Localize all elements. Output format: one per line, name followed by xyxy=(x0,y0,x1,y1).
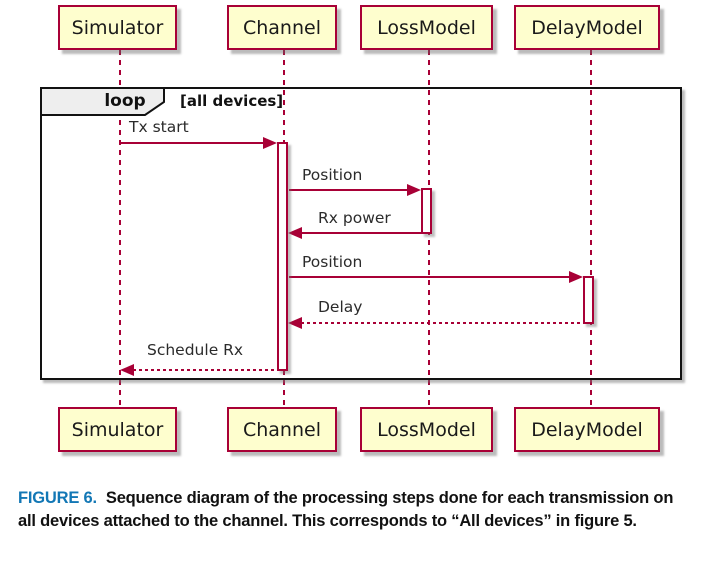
arrowhead-left-icon xyxy=(288,317,302,329)
message-label-rx-power: Rx power xyxy=(318,209,391,227)
loop-operator-label: loop xyxy=(104,91,146,111)
message-line-delay xyxy=(301,322,583,324)
participant-bottom-lossmodel: LossModel xyxy=(360,407,493,452)
message-label-schedule-rx: Schedule Rx xyxy=(147,341,244,359)
participant-top-delaymodel: DelayModel xyxy=(514,5,660,50)
message-label-position-loss: Position xyxy=(302,166,363,184)
participant-label: DelayModel xyxy=(531,418,643,441)
loop-tab-shape xyxy=(40,87,165,116)
participant-label: DelayModel xyxy=(531,16,643,39)
participant-top-lossmodel: LossModel xyxy=(360,5,493,50)
figure-caption-text: Sequence diagram of the processing steps… xyxy=(18,489,674,530)
figure-caption: FIGURE 6.Sequence diagram of the process… xyxy=(18,487,694,533)
activation-bar-delaymodel xyxy=(583,276,594,324)
participant-bottom-simulator: Simulator xyxy=(58,407,177,452)
arrowhead-left-icon xyxy=(120,364,134,376)
participant-label: Channel xyxy=(242,418,321,441)
message-label-position-delay: Position xyxy=(302,253,363,271)
participant-label: Simulator xyxy=(71,418,164,441)
participant-label: LossModel xyxy=(377,16,476,39)
activation-bar-lossmodel xyxy=(421,188,432,234)
message-line-position-delay xyxy=(289,276,570,278)
participant-bottom-delaymodel: DelayModel xyxy=(514,407,660,452)
participant-label: LossModel xyxy=(377,418,476,441)
loop-guard-label: [all devices] xyxy=(180,92,284,110)
arrowhead-left-icon xyxy=(288,227,302,239)
participant-label: Simulator xyxy=(71,16,164,39)
lifeline-delaymodel xyxy=(590,50,592,408)
activation-bar-channel xyxy=(277,142,288,371)
loop-frame: loop [all devices] xyxy=(40,87,682,380)
arrowhead-right-icon xyxy=(263,137,277,149)
message-line-tx-start xyxy=(120,142,265,144)
lifeline-simulator xyxy=(119,50,121,408)
message-line-rx-power xyxy=(301,232,421,234)
arrowhead-right-icon xyxy=(569,271,583,283)
participant-label: Channel xyxy=(242,16,321,39)
message-label-tx-start: Tx start xyxy=(129,118,189,136)
participant-bottom-channel: Channel xyxy=(227,407,337,452)
message-line-position-loss xyxy=(289,189,409,191)
arrowhead-right-icon xyxy=(407,184,421,196)
message-label-delay: Delay xyxy=(318,298,363,316)
participant-top-channel: Channel xyxy=(227,5,337,50)
message-line-schedule-rx xyxy=(133,369,277,371)
figure-caption-number: FIGURE 6. xyxy=(18,489,97,507)
participant-top-simulator: Simulator xyxy=(58,5,177,50)
